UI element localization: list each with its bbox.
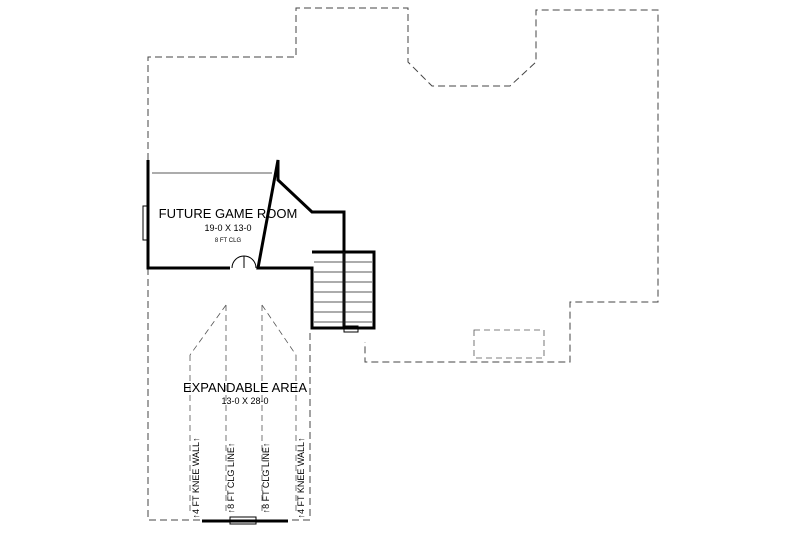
- stair-treads: [314, 252, 372, 328]
- roof-lines: [189, 304, 297, 515]
- expandable-area-name: EXPANDABLE AREA: [183, 380, 307, 395]
- game-room-walls: [146, 159, 346, 330]
- expandable-area-dimensions: 13-0 X 28-0: [221, 396, 268, 406]
- game-room-name: FUTURE GAME ROOM: [159, 206, 298, 221]
- game-room-ceiling: 8 FT CLG: [215, 238, 242, 244]
- knee-wall-left-label: ↑4 FT KNEE WALL↑: [191, 437, 201, 518]
- clg-line-left-label: ↑8 FT CLG LINE↑: [226, 443, 236, 514]
- window-left: [142, 205, 150, 241]
- bay-window-outline: [473, 329, 545, 359]
- stair-landing-block: [343, 325, 359, 333]
- stair-walls: [312, 250, 376, 330]
- bottom-window: [229, 516, 257, 525]
- clg-line-right-label: ↑8 FT CLG LINE↑: [261, 443, 271, 514]
- knee-wall-right-label: ↑4 FT KNEE WALL↑: [296, 437, 306, 518]
- lower-floor-outline: [147, 7, 659, 363]
- game-room-dimensions: 19-0 X 13-0: [204, 223, 251, 233]
